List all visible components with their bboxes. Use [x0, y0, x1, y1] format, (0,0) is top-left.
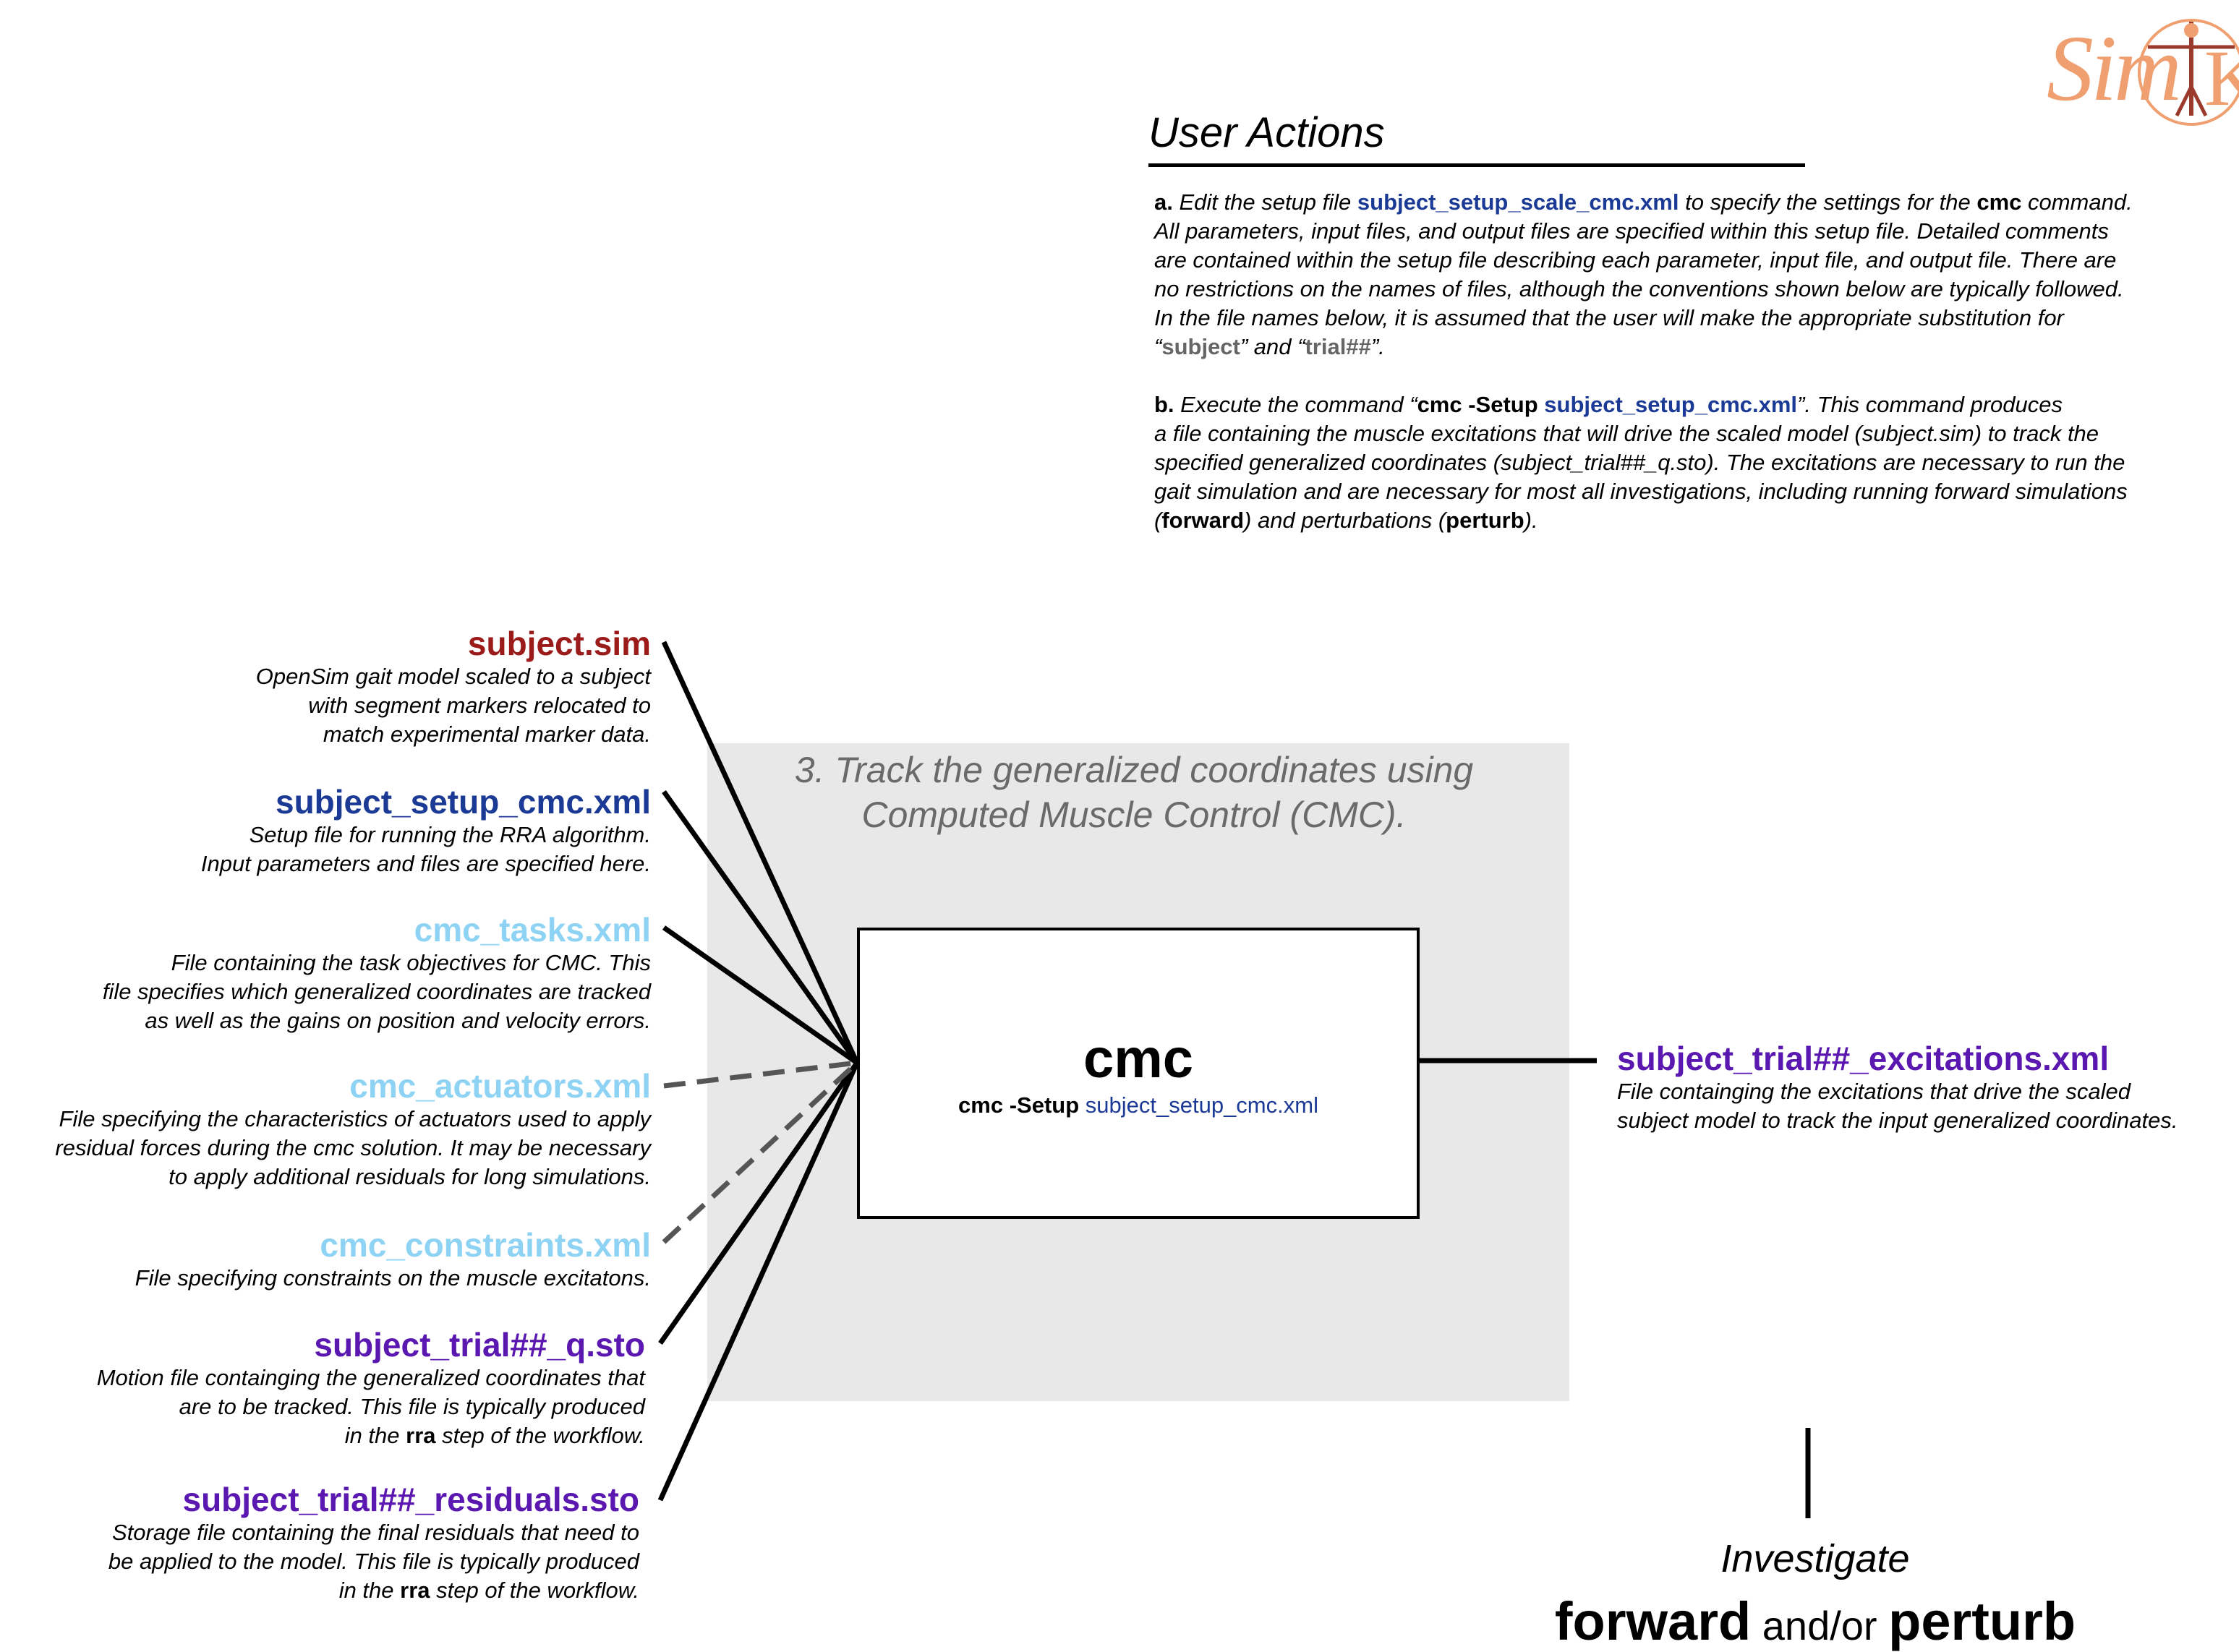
input-desc: Motion file containging the generalized …: [96, 1365, 645, 1448]
user-actions-title: User Actions: [1148, 109, 1385, 156]
input-name: subject_trial##_residuals.sto: [182, 1481, 639, 1518]
investigate-label: Investigate: [1720, 1537, 1910, 1580]
line-residuals-sto: [657, 1061, 860, 1502]
line-cmc-tasks: [662, 925, 859, 1065]
input-residuals-sto: subject_trial##_residuals.sto Storage fi…: [108, 1481, 639, 1605]
user-actions-divider: [1148, 163, 1805, 167]
process-panel-title: 3. Track the generalized coordinates usi…: [794, 750, 1474, 835]
input-desc: File containing the task objectives for …: [102, 950, 651, 1033]
simtk-vitruvian-logo-icon: K: [2138, 19, 2239, 126]
input-name: cmc_tasks.xml: [414, 911, 651, 949]
input-name: subject_setup_cmc.xml: [275, 783, 651, 821]
line-subject-sim: [661, 641, 860, 1064]
line-setup-cmc: [662, 789, 859, 1065]
input-name: cmc_actuators.xml: [349, 1067, 651, 1105]
cmc-tool-box: cmc cmc -Setup subject_setup_cmc.xml: [857, 928, 1420, 1219]
input-desc: File specifying constraints on the muscl…: [135, 1265, 651, 1291]
input-cmc-tasks: cmc_tasks.xml File containing the task o…: [103, 911, 651, 1035]
line-cmc-actuators: [663, 1060, 858, 1089]
input-q-sto: subject_trial##_q.sto Motion file contai…: [97, 1326, 645, 1450]
input-name: cmc_constraints.xml: [320, 1226, 651, 1264]
input-cmc-actuators: cmc_actuators.xml File specifying the ch…: [55, 1067, 651, 1191]
cmc-command: cmc -Setup subject_setup_cmc.xml: [958, 1092, 1318, 1118]
simtk-logo: K: [2032, 7, 2239, 130]
output-desc: File containging the excitations that dr…: [1617, 1079, 2178, 1133]
output-excitations: subject_trial##_excitations.xml File con…: [1617, 1040, 2178, 1135]
logo-text: Sim: [2047, 17, 2182, 121]
input-cmc-constraints: cmc_constraints.xml File specifying cons…: [135, 1226, 651, 1293]
input-desc: OpenSim gait model scaled to a subject w…: [255, 664, 651, 747]
input-setup-cmc: subject_setup_cmc.xml Setup file for run…: [201, 783, 651, 878]
line-cmc-constraints: [662, 1061, 859, 1244]
cmc-title: cmc: [1083, 1028, 1194, 1090]
input-desc: Setup file for running the RRA algorithm…: [200, 822, 651, 876]
investigate-options: forward and/or perturb: [1554, 1591, 2076, 1651]
output-name: subject_trial##_excitations.xml: [1617, 1040, 2110, 1077]
input-name: subject.sim: [467, 625, 651, 662]
input-desc: Storage file containing the final residu…: [108, 1520, 639, 1603]
user-action-a: a. Edit the setup file subject_setup_sca…: [1154, 189, 2133, 359]
user-action-b: b. Execute the command “cmc -Setup subje…: [1154, 392, 2128, 533]
line-q-sto: [658, 1061, 859, 1345]
svg-text:K: K: [2204, 34, 2239, 122]
input-desc: File specifying the characteristics of a…: [55, 1106, 651, 1189]
input-subject-sim: subject.sim OpenSim gait model scaled to…: [256, 625, 651, 749]
input-name: subject_trial##_q.sto: [314, 1326, 645, 1364]
